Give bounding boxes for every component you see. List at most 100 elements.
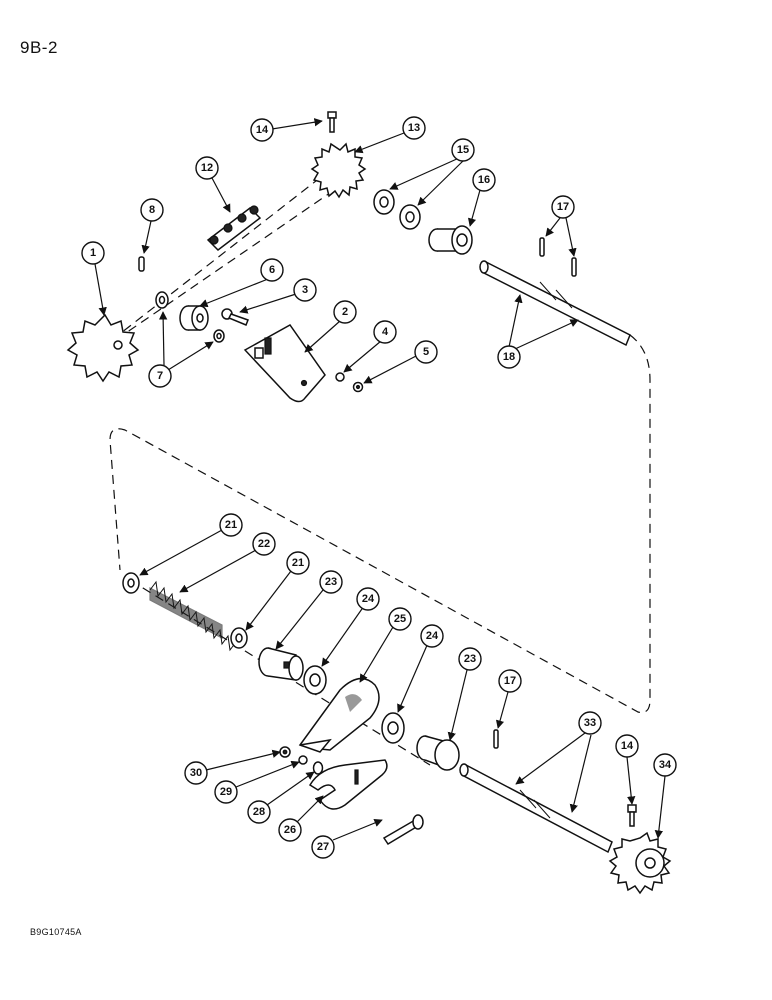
callout-23-a: 23 [319,570,343,594]
part-bushing [428,225,473,255]
part-nut-5 [352,381,364,393]
part-bolt-top [327,111,337,133]
svg-text:27: 27 [317,841,329,853]
svg-text:7: 7 [157,370,163,382]
part-shaft-top [479,260,631,347]
svg-text:30: 30 [190,767,202,779]
svg-text:13: 13 [408,122,420,134]
callout-17-bottom: 17 [498,669,522,693]
svg-text:14: 14 [256,124,269,136]
callout-21-b: 21 [286,551,310,575]
callout-24-b: 24 [420,624,444,648]
part-bolt-3 [221,308,249,326]
callout-5: 5 [414,340,438,364]
part-washer-28 [312,761,324,775]
svg-text:17: 17 [557,201,569,213]
callout-33: 33 [578,711,602,735]
svg-text:22: 22 [258,538,270,550]
part-spring [149,580,237,652]
callout-26: 26 [278,818,302,842]
svg-text:25: 25 [394,613,406,625]
figure-code: B9G10745A [30,927,82,937]
callout-2: 2 [333,300,357,324]
page-number: 9B-2 [20,38,58,57]
svg-text:18: 18 [503,351,515,363]
callout-6: 6 [260,258,284,282]
svg-text:2: 2 [342,306,348,318]
part-bolt-bottom [627,804,637,827]
part-nut-30 [279,746,291,758]
callout-21-a: 21 [219,513,243,537]
callout-13: 13 [402,116,426,140]
callout-4: 4 [373,320,397,344]
svg-text:14: 14 [621,740,634,752]
callout-17-top: 17 [551,195,575,219]
callout-15: 15 [451,138,475,162]
svg-text:33: 33 [584,717,596,729]
part-washer-29 [298,755,308,765]
svg-text:1: 1 [90,247,96,259]
svg-text:6: 6 [269,264,275,276]
part-bolt-27 [382,814,424,846]
part-washers-15 [373,189,421,230]
part-sprocket-bottom [608,831,672,895]
part-hub-left [258,647,304,681]
part-hub-right [416,735,460,771]
svg-text:21: 21 [292,557,304,569]
svg-text:16: 16 [478,174,490,186]
svg-text:15: 15 [457,144,469,156]
callout-30: 30 [184,761,208,785]
svg-text:21: 21 [225,519,237,531]
assembly-lines [103,169,651,766]
callout-8: 8 [140,198,164,222]
part-washer-24a [303,665,327,695]
svg-text:17: 17 [504,675,516,687]
part-cotter-pin [138,256,145,272]
callout-28: 28 [247,800,271,824]
svg-text:23: 23 [325,576,337,588]
svg-text:8: 8 [149,204,155,216]
callout-12: 12 [195,156,219,180]
svg-text:24: 24 [362,593,375,605]
leader-lines [94,118,666,841]
svg-text:12: 12 [201,162,213,174]
part-washers-7 [155,291,225,343]
callout-18: 18 [497,345,521,369]
part-lockwasher-4 [335,372,345,382]
callout-27: 27 [311,835,335,859]
svg-text:29: 29 [220,786,232,798]
part-pins-top [539,237,577,277]
part-spacer [179,305,209,331]
part-sprocket-large [310,142,367,199]
part-washer-21b [230,627,248,649]
svg-text:28: 28 [253,806,265,818]
callout-25: 25 [388,607,412,631]
part-shaft-bottom [459,763,613,854]
callout-29: 29 [214,780,238,804]
svg-text:26: 26 [284,824,296,836]
svg-text:5: 5 [423,346,429,358]
callout-7: 7 [148,364,172,388]
part-chain-link [206,205,262,251]
svg-text:4: 4 [382,326,389,338]
callout-22: 22 [252,532,276,556]
part-sprocket-small [66,313,140,383]
callout-14-top: 14 [250,118,274,142]
svg-text:24: 24 [426,630,439,642]
part-washer-21a [122,572,140,594]
part-fork [308,759,388,810]
callout-1: 1 [81,241,105,265]
callout-14-bottom: 14 [615,734,639,758]
part-washer-24b [381,712,405,744]
callout-16: 16 [472,168,496,192]
part-pin-bottom [493,729,499,749]
part-bracket [243,324,326,403]
callout-23-b: 23 [458,647,482,671]
callout-34: 34 [653,753,677,777]
callout-3: 3 [293,278,317,302]
svg-text:34: 34 [659,759,672,771]
svg-text:23: 23 [464,653,476,665]
svg-text:3: 3 [302,284,308,296]
callout-24-a: 24 [356,587,380,611]
